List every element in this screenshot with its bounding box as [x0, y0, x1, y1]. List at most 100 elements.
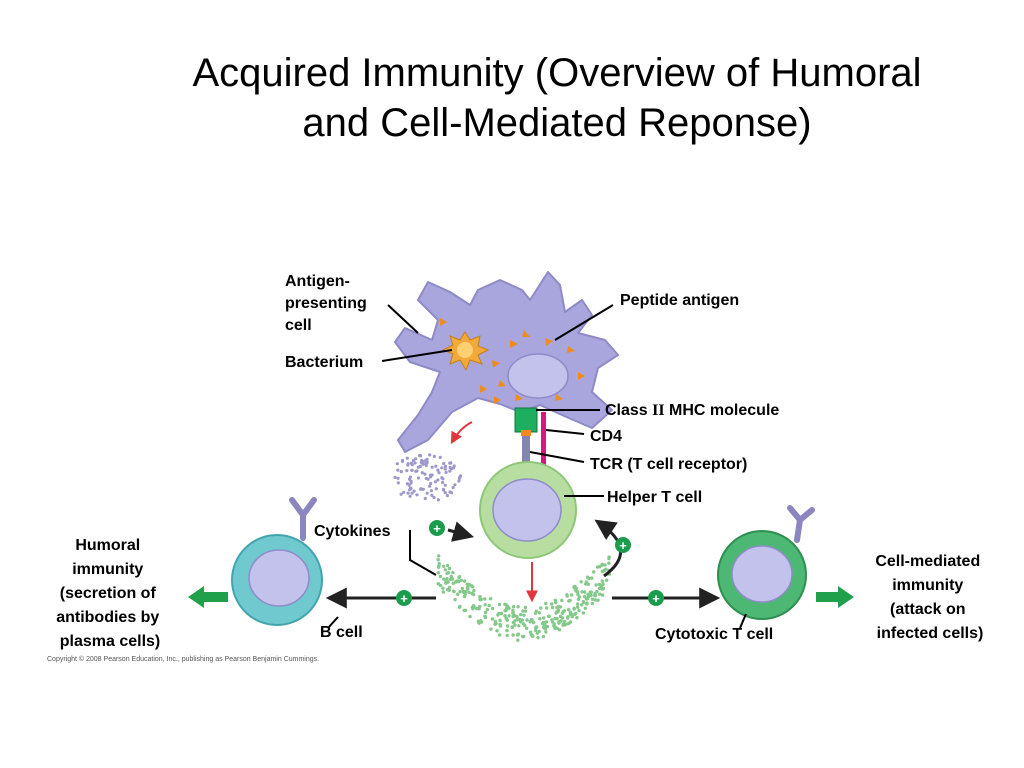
cytokine-dot — [575, 602, 580, 606]
cytokine-dot — [575, 616, 579, 620]
class-ii-mhc-molecule — [514, 407, 538, 433]
cytokine-dot — [433, 480, 437, 484]
helper-t-cell-label: Helper T cell — [607, 489, 702, 506]
bacterium — [441, 331, 490, 372]
cytokine-dot — [590, 601, 595, 606]
peptide-in-groove — [521, 430, 531, 436]
cytokine-dot — [553, 616, 557, 621]
cytokine-dot — [425, 457, 429, 461]
cytokine-dot — [467, 590, 471, 594]
cytokine-dot — [459, 578, 463, 583]
cytokine-dot — [553, 625, 557, 629]
cytokine-dot — [590, 576, 594, 580]
cytokine-dot — [593, 598, 598, 602]
cytokine-dot — [600, 579, 604, 583]
cytokine-dot — [575, 605, 580, 609]
cytokine-dot — [544, 606, 549, 610]
leader-tcr — [529, 451, 585, 463]
cytokine-dot — [592, 570, 596, 574]
cytokine-dot — [503, 602, 507, 606]
cytokine-cloud-green — [436, 554, 611, 642]
cytokine-dot — [534, 625, 538, 629]
cytokine-dot — [436, 498, 440, 502]
cytokine-dot — [441, 590, 446, 594]
cytokine-dot — [419, 487, 423, 491]
cytokine-dot — [419, 461, 423, 465]
cytokine-dot — [410, 463, 414, 467]
b-cell-label: B cell — [320, 624, 363, 641]
cytokine-dot — [446, 580, 450, 584]
cytokine-dot — [568, 613, 573, 617]
cytokine-dot — [432, 495, 436, 500]
cytokine-dot — [498, 624, 503, 628]
cytokine-dot — [565, 593, 569, 597]
cytokine-dot — [423, 472, 427, 476]
cytokine-dot — [503, 614, 507, 618]
cytokine-dot — [553, 598, 557, 602]
leader-peptide — [554, 304, 614, 341]
cytokine-dot — [483, 603, 487, 607]
cytokine-dot — [437, 554, 441, 558]
cytokine-dot — [415, 469, 419, 473]
cytokine-dot — [436, 558, 440, 562]
cytokine-dot — [538, 617, 542, 621]
cytokine-dot — [605, 578, 609, 582]
cytokine-dot — [598, 565, 602, 569]
cytokine-dot — [452, 589, 456, 593]
cytokine-dot — [429, 481, 433, 486]
cytokine-dot — [510, 625, 514, 629]
cytokine-dot — [428, 453, 432, 457]
cytokine-dot — [520, 618, 525, 622]
cytokine-dot — [458, 590, 462, 594]
cytotoxic-t-cell-label: Cytotoxic T cell — [655, 626, 773, 643]
cytokine-dot — [416, 465, 420, 469]
cytokine-dot — [563, 623, 567, 627]
cytokine-dot — [432, 454, 436, 458]
cytokine-dot — [461, 590, 466, 594]
cytokine-dot — [574, 611, 578, 615]
apc-label: Antigen- presenting cell — [285, 273, 371, 334]
cytokine-dot — [562, 609, 567, 613]
cytokine-dot — [400, 459, 404, 463]
cytokine-dot — [426, 477, 430, 481]
cytokine-dot — [396, 476, 400, 480]
cytokine-dot — [584, 597, 589, 601]
cytokine-dot — [490, 617, 495, 621]
cytokine-dot — [569, 593, 574, 597]
cytokine-dot — [598, 592, 602, 596]
cytokine-dot — [493, 622, 497, 626]
cytokine-dot — [567, 599, 571, 603]
cytokine-dot — [590, 597, 595, 601]
cytotoxic-receptor — [787, 505, 815, 543]
cytokine-dot — [495, 629, 499, 633]
plus-badge-b-cell: + — [396, 590, 412, 606]
cytokine-dot — [511, 611, 515, 615]
cytokine-dot — [544, 601, 548, 606]
cytokine-dot — [442, 461, 446, 466]
cytokine-dot — [601, 582, 605, 586]
cytokine-dot — [541, 634, 546, 639]
plus-badge-cytokines: + — [429, 520, 445, 536]
cytokine-dot — [472, 589, 476, 593]
cytokine-dot — [542, 616, 546, 620]
cytokine-dot — [595, 589, 599, 594]
cytokine-dot — [441, 487, 446, 491]
cytokine-dot — [513, 619, 517, 623]
cytokine-dot — [428, 484, 432, 488]
cytokine-dot — [568, 610, 573, 614]
cytokine-dot — [440, 466, 444, 470]
cytokine-dot — [483, 610, 488, 615]
cytokine-dot — [420, 471, 424, 475]
cytokine-dot — [393, 475, 397, 479]
cytokine-dot — [581, 600, 586, 605]
cytokine-dot — [421, 487, 425, 491]
cytokine-dot — [416, 476, 421, 480]
cytokine-dot — [603, 563, 607, 567]
cytokine-dot — [533, 628, 538, 633]
cytokine-dot — [448, 465, 452, 469]
cytokine-dot — [505, 633, 509, 638]
cytokine-dot — [521, 634, 525, 639]
cytokine-dot — [459, 474, 463, 478]
cytokine-dot — [572, 606, 576, 611]
cytokine-dot — [559, 619, 563, 623]
